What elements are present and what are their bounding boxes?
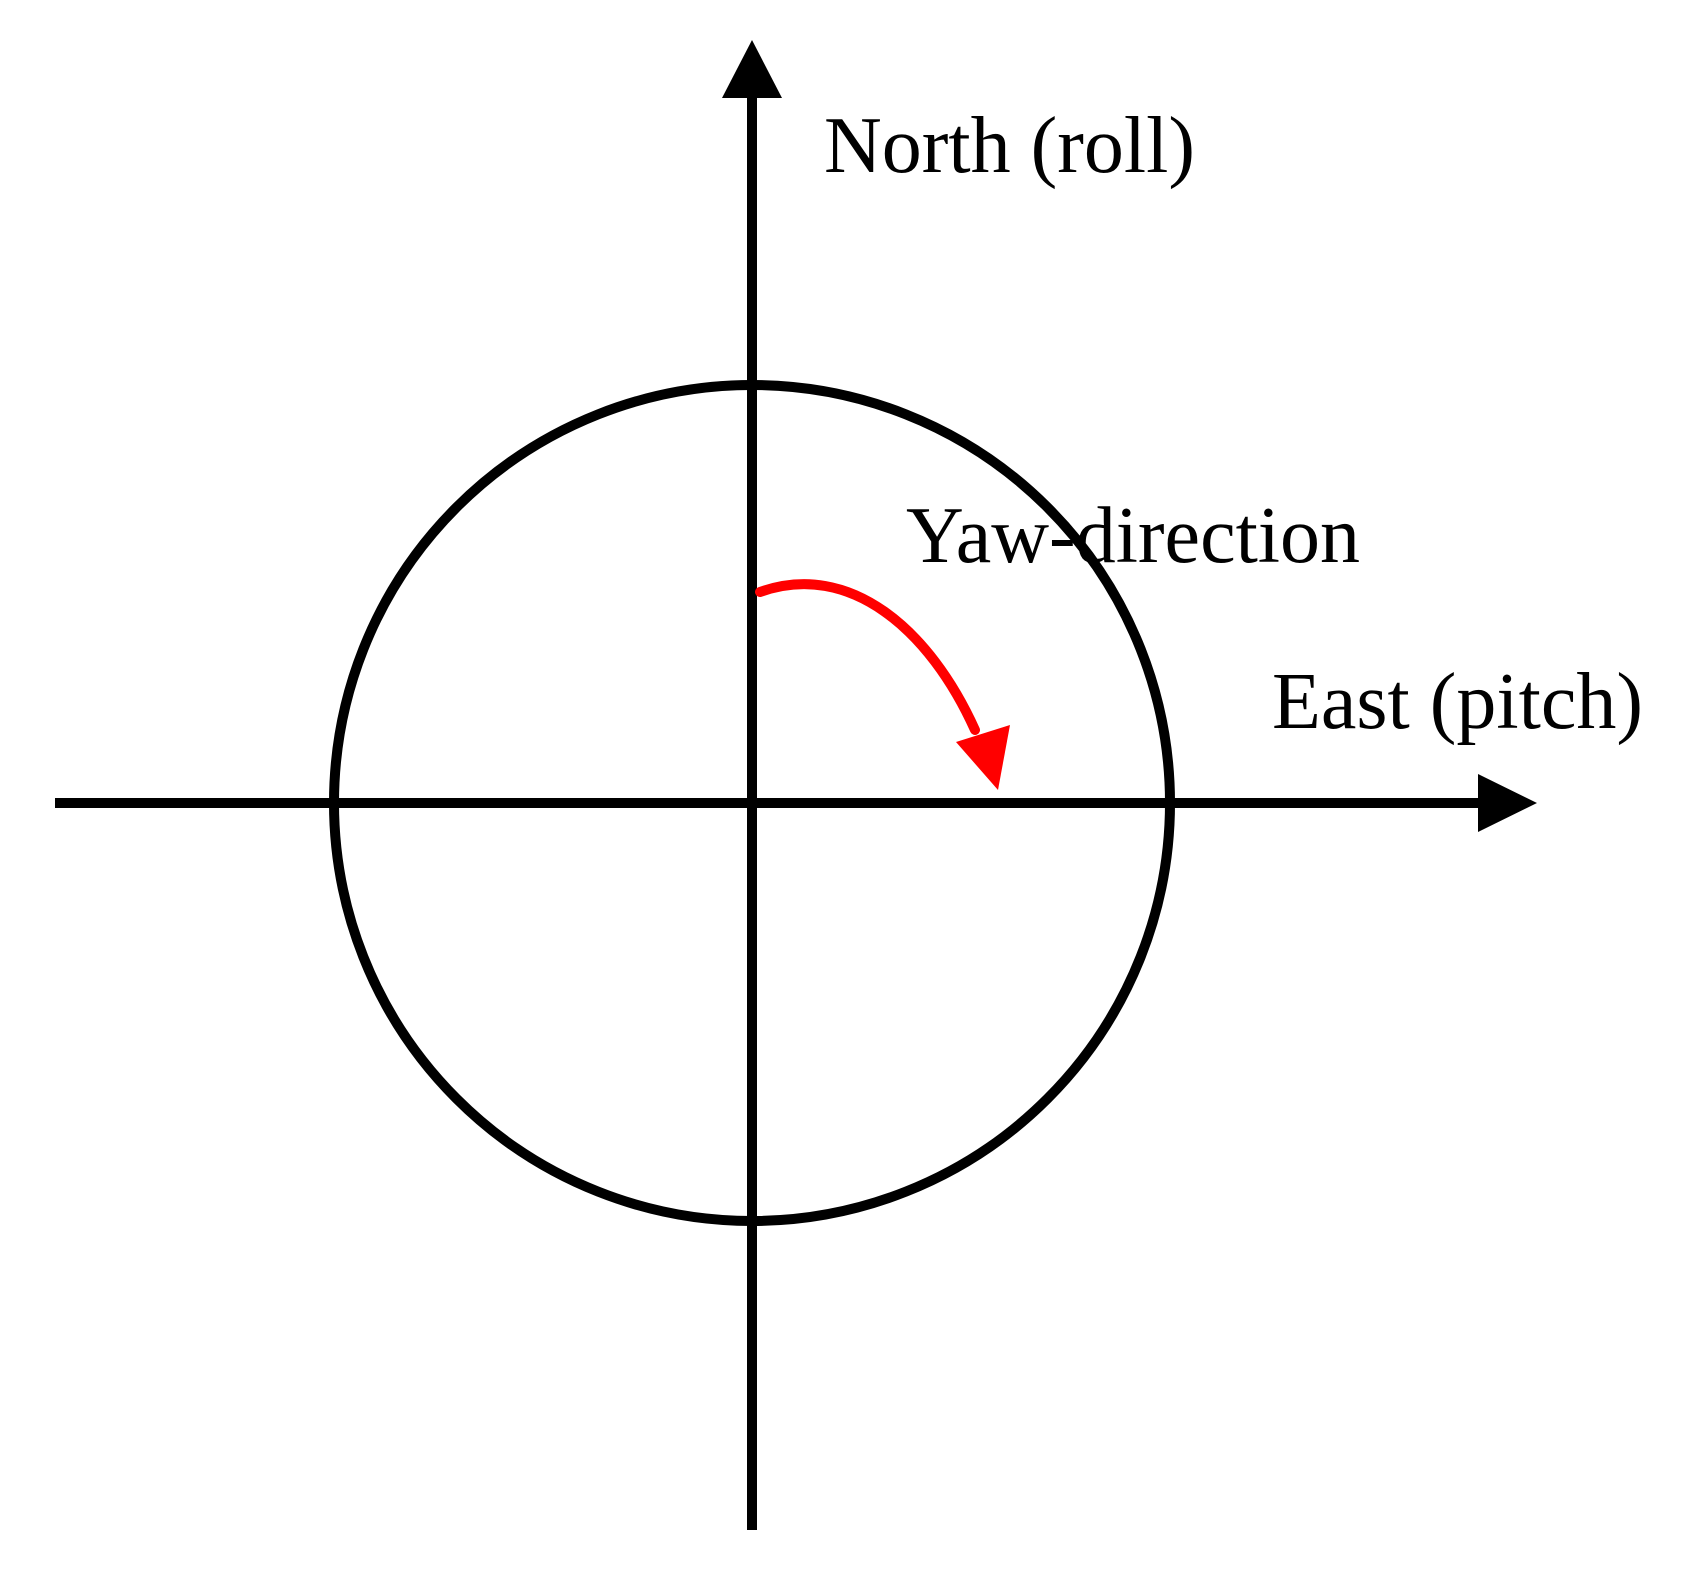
yaw-direction-arrow	[755, 579, 980, 735]
north-arrow-head	[722, 40, 782, 98]
east-arrow-head	[1478, 774, 1537, 832]
yaw-label: Yaw-direction	[906, 492, 1360, 580]
yaw-arrow-head	[956, 725, 1010, 790]
north-label: North (roll)	[824, 102, 1195, 190]
east-label: East (pitch)	[1272, 658, 1643, 746]
